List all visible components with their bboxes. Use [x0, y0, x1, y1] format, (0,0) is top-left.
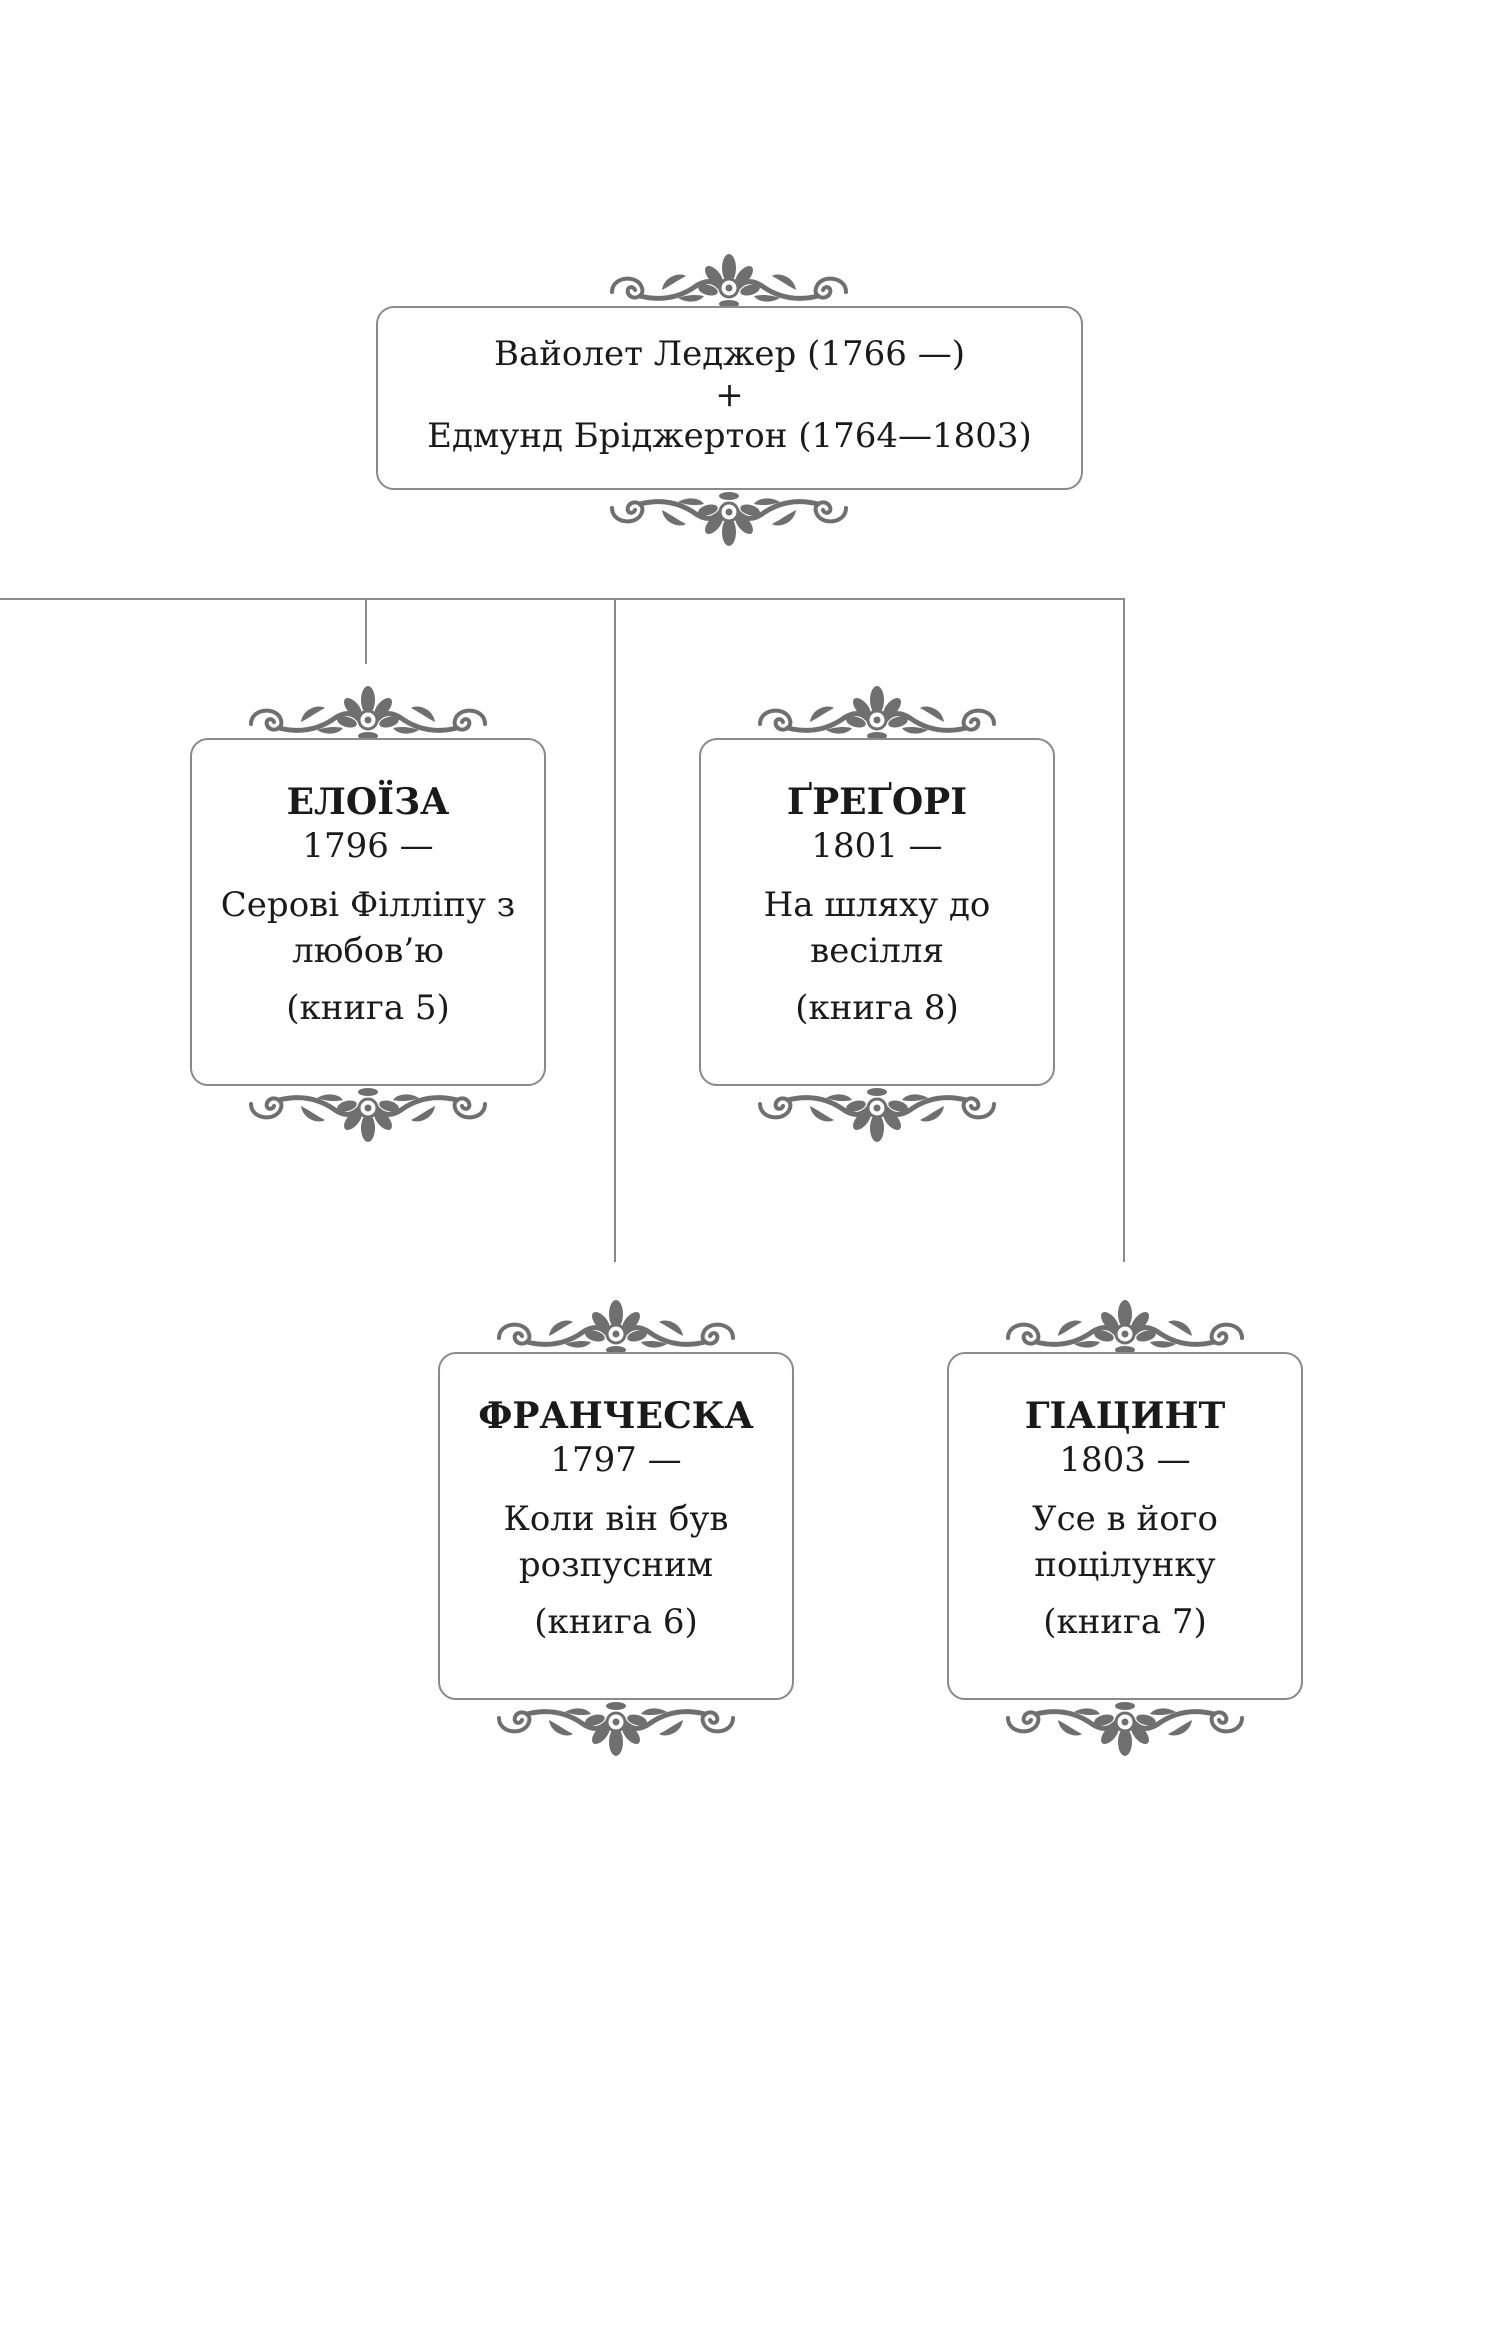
plus-sign: + — [715, 375, 744, 415]
child-name: ҐРЕҐОРІ — [786, 781, 968, 823]
child-name: ГІАЦИНТ — [1024, 1395, 1226, 1437]
ornament-icon — [604, 246, 854, 310]
child-years: 1801 — — [811, 826, 943, 866]
book-number: (книга 5) — [286, 988, 450, 1028]
child-card-eloise: ЕЛОЇЗА 1796 — Серові Філліпу з любов’ю (… — [190, 738, 546, 1086]
ornament-icon — [1000, 1700, 1250, 1764]
connector-hyacinth — [1123, 598, 1125, 1262]
mother-name: Вайолет Леджер (1766 —) — [494, 334, 965, 374]
connector-horizontal — [0, 598, 1125, 600]
child-card-francesca: ФРАНЧЕСКА 1797 — Коли він був розпусним … — [438, 1352, 794, 1700]
book-title: На шляху до весілля — [763, 885, 991, 971]
connector-francesca — [614, 598, 616, 1262]
book-title: Коли він був розпусним — [503, 1499, 729, 1585]
child-years: 1797 — — [550, 1440, 682, 1480]
book-title: Серові Філліпу з любов’ю — [220, 885, 516, 971]
child-card-hyacinth: ГІАЦИНТ 1803 — Усе в його поцілунку (кни… — [947, 1352, 1303, 1700]
ornament-icon — [491, 1700, 741, 1764]
ornament-icon — [1000, 1292, 1250, 1356]
book-title: Усе в його поцілунку — [1032, 1499, 1218, 1585]
book-number: (книга 7) — [1043, 1602, 1207, 1642]
ornament-icon — [752, 1086, 1002, 1150]
book-number: (книга 8) — [795, 988, 959, 1028]
child-years: 1803 — — [1059, 1440, 1191, 1480]
ornament-icon — [604, 490, 854, 554]
child-name: ЕЛОЇЗА — [286, 781, 450, 823]
parents-card: Вайолет Леджер (1766 —) + Едмунд Бріджер… — [376, 306, 1083, 490]
child-card-gregory: ҐРЕҐОРІ 1801 — На шляху до весілля (книг… — [699, 738, 1055, 1086]
ornament-icon — [243, 678, 493, 742]
child-years: 1796 — — [302, 826, 434, 866]
child-name: ФРАНЧЕСКА — [478, 1395, 754, 1437]
connector-eloise — [365, 598, 367, 664]
ornament-icon — [491, 1292, 741, 1356]
ornament-icon — [243, 1086, 493, 1150]
ornament-icon — [752, 678, 1002, 742]
father-name: Едмунд Бріджертон (1764—1803) — [427, 416, 1032, 456]
book-number: (книга 6) — [534, 1602, 698, 1642]
